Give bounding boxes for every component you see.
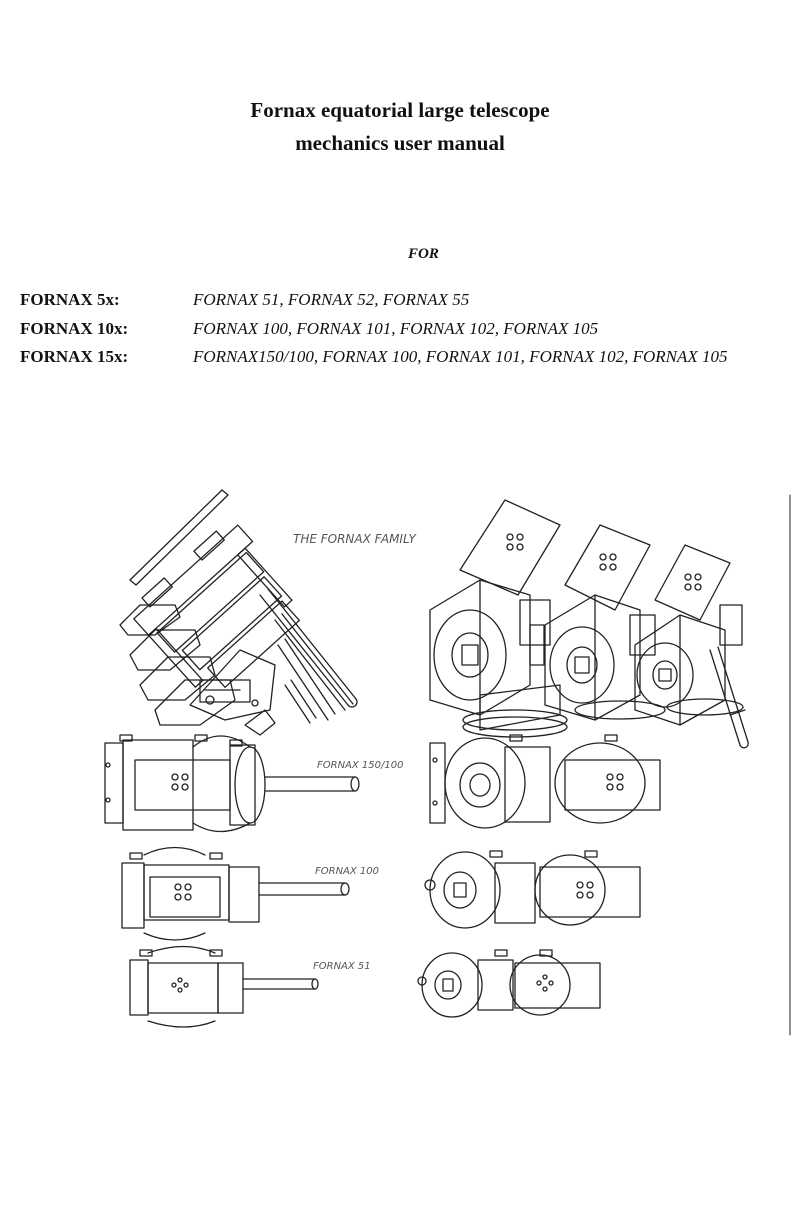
stacked-mounts-illustration <box>119 489 358 736</box>
side-view-100-right <box>424 850 641 929</box>
series-label: FORNAX 5x: <box>20 290 120 309</box>
model-row-5x: FORNAX 5x: FORNAX 51, FORNAX 52, FORNAX … <box>20 290 808 318</box>
side-view-150-left <box>104 734 360 833</box>
document-title-line-2: mechanics user manual <box>295 131 505 155</box>
side-view-150-right <box>429 734 661 829</box>
family-label: THE FORNAX FAMILY <box>293 532 417 546</box>
model-row-10x: FORNAX 10x: FORNAX 100, FORNAX 101, FORN… <box>20 319 808 347</box>
for-label: FOR <box>408 246 439 262</box>
series-label: FORNAX 15x: <box>20 347 129 366</box>
series-models: FORNAX 100, FORNAX 101, FORNAX 102, FORN… <box>193 319 599 338</box>
label-fornax-51: FORNAX 51 <box>313 961 371 972</box>
side-view-100-left <box>121 846 350 941</box>
fornax-family-drawing: THE FORNAX FAMILY FORNAX 150/100 FORNAX … <box>100 485 808 1045</box>
side-view-51-right <box>417 949 601 1018</box>
series-models: FORNAX 51, FORNAX 52, FORNAX 55 <box>193 290 470 309</box>
side-view-51-left <box>129 945 319 1028</box>
series-models: FORNAX150/100, FORNAX 100, FORNAX 101, F… <box>193 347 728 366</box>
label-fornax-100: FORNAX 100 <box>315 866 379 877</box>
label-fornax-150: FORNAX 150/100 <box>317 760 403 771</box>
model-row-15x: FORNAX 15x: FORNAX150/100, FORNAX 100, F… <box>20 347 808 375</box>
isometric-mounts-illustration <box>429 499 749 749</box>
document-title-line-1: Fornax equatorial large telescope <box>250 98 550 122</box>
series-label: FORNAX 10x: <box>20 319 129 338</box>
